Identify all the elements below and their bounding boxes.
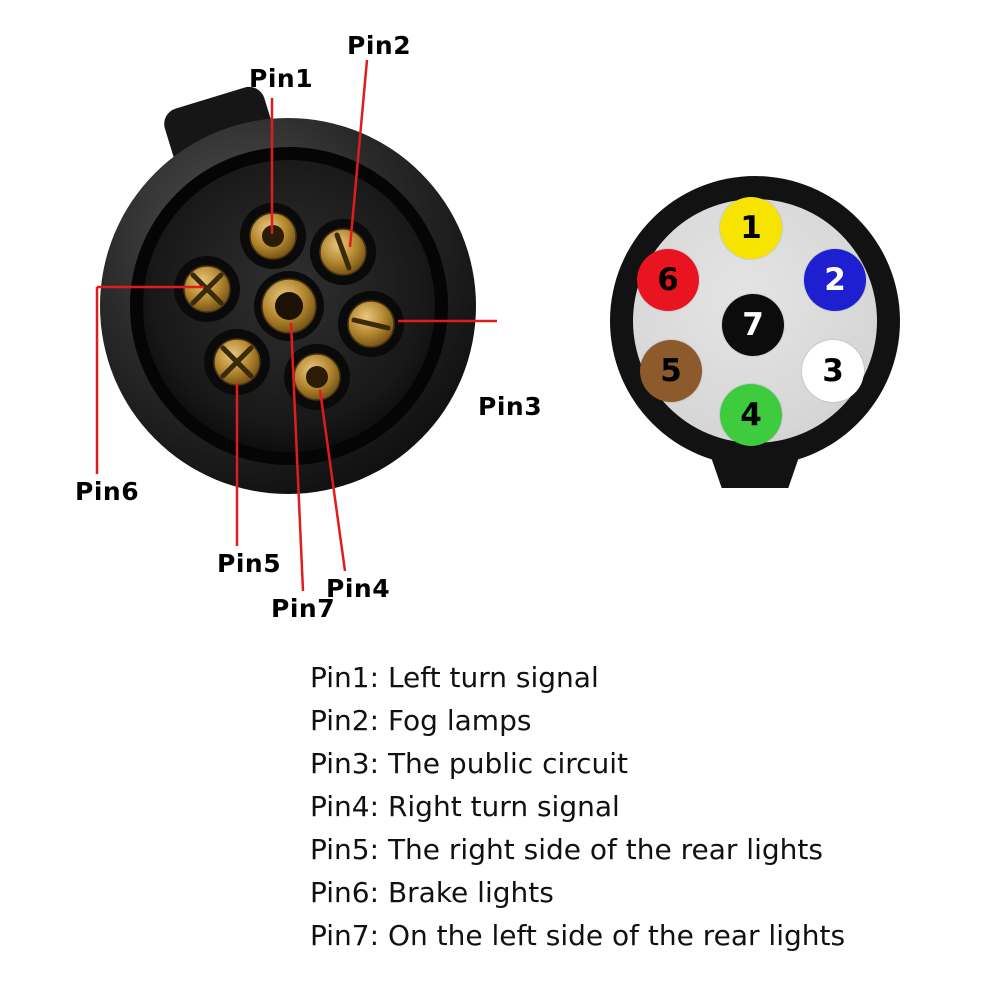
schematic-pin-1-number: 1 — [740, 210, 762, 246]
callout-label-pin1: Pin1 — [249, 64, 314, 93]
schematic-pin-4-number: 4 — [740, 397, 762, 433]
schematic-pin-5-number: 5 — [660, 353, 682, 389]
plug-pin-5 — [204, 329, 270, 395]
schematic-pin-3: 3 — [802, 340, 864, 402]
schematic-pin-6: 6 — [637, 249, 699, 311]
schematic-pin-1: 1 — [720, 197, 782, 259]
plug-pin-6 — [174, 256, 240, 322]
schematic-pin-2-number: 2 — [824, 262, 846, 298]
plug-pin-4 — [284, 344, 350, 410]
callout-label-pin4: Pin4 — [326, 574, 391, 603]
callout-label-pin7: Pin7 — [271, 594, 336, 623]
schematic-pin-3-number: 3 — [822, 353, 844, 389]
leader-line-pin4 — [318, 389, 347, 572]
legend-item-pin4: Pin4: Right turn signal — [310, 790, 620, 823]
plug-pin-3 — [338, 291, 404, 357]
callout-label-pin3: Pin3 — [478, 392, 543, 421]
callout-label-pin2: Pin2 — [347, 31, 412, 60]
legend-item-pin1: Pin1: Left turn signal — [310, 661, 599, 694]
schematic-pin-2: 2 — [804, 249, 866, 311]
leader-line-pin7 — [289, 322, 305, 592]
legend-item-pin6: Pin6: Brake lights — [310, 876, 554, 909]
leader-line-pin2 — [348, 59, 369, 248]
schematic-pin-7-number: 7 — [742, 307, 764, 343]
schematic-pin-5: 5 — [640, 340, 702, 402]
pin-legend: Pin1: Left turn signal Pin2: Fog lamps P… — [310, 656, 845, 957]
callout-label-pin5: Pin5 — [217, 549, 282, 578]
plug-pin-1 — [240, 203, 306, 269]
callout-label-pin6: Pin6 — [75, 477, 140, 506]
plug-pin-2 — [310, 219, 376, 285]
legend-item-pin5: Pin5: The right side of the rear lights — [310, 833, 823, 866]
legend-item-pin7: Pin7: On the left side of the rear light… — [310, 919, 846, 952]
legend-item-pin3: Pin3: The public circuit — [310, 747, 629, 780]
plug-rim — [130, 147, 448, 465]
schematic-pin-6-number: 6 — [657, 262, 679, 298]
schematic-pin-4: 4 — [720, 384, 782, 446]
plug-pin-7 — [254, 271, 324, 341]
schematic-pin-7: 7 — [722, 294, 784, 356]
legend-item-pin2: Pin2: Fog lamps — [310, 704, 532, 737]
